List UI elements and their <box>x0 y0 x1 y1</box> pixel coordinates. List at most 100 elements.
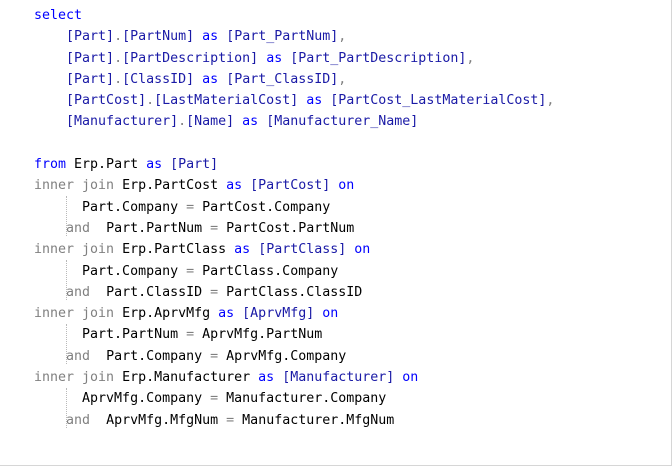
code-token: as <box>194 29 227 45</box>
code-token: [Part_PartNum] <box>226 29 339 45</box>
code-token <box>250 242 258 257</box>
code-token: [PartDescription] <box>122 50 259 66</box>
code-token: [PartCost] <box>250 178 331 194</box>
sql-code[interactable]: select [Part].[PartNum] as [Part_PartNum… <box>34 5 554 431</box>
code-token: inner join <box>34 178 115 194</box>
code-token: as <box>146 157 163 173</box>
code-token: and <box>66 284 91 300</box>
code-token: on <box>338 178 355 194</box>
code-line-part-classid: [Part].[ClassID] as [Part_ClassID], <box>34 69 554 90</box>
indent-guide <box>66 324 67 364</box>
code-token: as <box>258 370 275 386</box>
code-token <box>34 413 66 428</box>
code-line-partcost-lastmaterialcost: [PartCost].[LastMaterialCost] as [PartCo… <box>34 90 554 111</box>
code-token <box>274 370 282 385</box>
code-token: as <box>218 306 235 322</box>
code-token: as <box>258 50 291 66</box>
code-token: [Part_PartDescription] <box>290 50 467 66</box>
code-token: Part.Company <box>90 348 211 364</box>
code-token: . <box>114 29 123 45</box>
code-token: [PartNum] <box>122 29 195 45</box>
code-line-part-partdescription: [Part].[PartDescription] as [Part_PartDe… <box>34 48 554 69</box>
code-line-select: select <box>34 5 554 26</box>
code-token <box>162 157 170 172</box>
code-token: [PartCost] <box>66 93 147 109</box>
code-token: AprvMfg.Company <box>34 391 211 407</box>
code-token: on <box>402 370 419 386</box>
code-token: [Part_ClassID] <box>226 71 339 87</box>
code-token: as <box>226 178 243 194</box>
code-token: = <box>210 220 219 236</box>
code-token: inner join <box>34 242 115 258</box>
code-token: [Manufacturer] <box>66 114 179 130</box>
code-token: PartCost.Company <box>194 199 331 215</box>
code-token: and <box>66 348 91 364</box>
code-token <box>34 136 42 151</box>
code-token: PartCost.PartNum <box>218 220 355 236</box>
code-token: Erp.PartClass <box>114 242 235 258</box>
code-token: inner join <box>34 370 115 386</box>
code-token: [ClassID] <box>122 71 195 87</box>
code-token: Part.PartNum <box>90 220 211 236</box>
indent-guide <box>66 388 67 428</box>
code-token: = <box>210 284 219 300</box>
code-token: , <box>466 50 475 66</box>
code-token: [PartClass] <box>258 242 347 258</box>
code-line-join-partclass: inner join Erp.PartClass as [PartClass] … <box>34 239 554 260</box>
code-token: . <box>146 93 155 109</box>
code-token: [Part] <box>66 29 115 45</box>
code-token: [PartCost_LastMaterialCost] <box>330 93 547 109</box>
code-token: and <box>66 412 91 428</box>
code-token: Erp.Part <box>66 157 147 173</box>
code-token: as <box>234 242 251 258</box>
code-token: [LastMaterialCost] <box>154 93 299 109</box>
code-line-join-partcost: inner join Erp.PartCost as [PartCost] on <box>34 175 554 196</box>
code-line-cond-manufacturer-company: AprvMfg.Company = Manufacturer.Company <box>34 388 554 409</box>
code-line-cond-aprvmfg-partnum: Part.PartNum = AprvMfg.PartNum <box>34 324 554 345</box>
code-token: , <box>338 71 347 87</box>
code-line-cond-partcost-company: Part.Company = PartCost.Company <box>34 197 554 218</box>
code-token: Part.Company <box>34 199 187 215</box>
code-token: Erp.PartCost <box>114 178 227 194</box>
code-line-cond-partclass-classid: and Part.ClassID = PartClass.ClassID <box>34 282 554 303</box>
code-token <box>34 72 66 87</box>
code-line-cond-partclass-company: Part.Company = PartClass.Company <box>34 261 554 282</box>
code-token <box>34 349 66 364</box>
code-token: AprvMfg.PartNum <box>194 327 323 343</box>
code-line-part-partnum: [Part].[PartNum] as [Part_PartNum], <box>34 26 554 47</box>
code-line-blank <box>34 133 554 154</box>
code-token: PartClass.ClassID <box>218 284 363 300</box>
code-token: = <box>210 391 219 407</box>
code-token <box>242 178 250 193</box>
code-token: = <box>210 348 219 364</box>
code-token: and <box>66 220 91 236</box>
code-token: as <box>298 93 331 109</box>
code-token: , <box>338 29 347 45</box>
code-token: Part.ClassID <box>90 284 211 300</box>
code-token: . <box>114 71 123 87</box>
code-token: AprvMfg.MfgNum <box>90 412 227 428</box>
code-token: Part.Company <box>34 263 187 279</box>
code-line-cond-aprvmfg-company: and Part.Company = AprvMfg.Company <box>34 346 554 367</box>
code-token: [Part] <box>170 157 219 173</box>
code-line-cond-manufacturer-mfgnum: and AprvMfg.MfgNum = Manufacturer.MfgNum <box>34 410 554 431</box>
code-token <box>34 221 66 236</box>
code-line-join-manufacturer: inner join Erp.Manufacturer as [Manufact… <box>34 367 554 388</box>
code-token: [AprvMfg] <box>242 306 315 322</box>
code-line-cond-partcost-partnum: and Part.PartNum = PartCost.PartNum <box>34 218 554 239</box>
code-token: = <box>186 199 195 215</box>
code-token: Erp.Manufacturer <box>114 370 259 386</box>
code-token: [Manufacturer_Name] <box>266 114 419 130</box>
code-token: on <box>354 242 371 258</box>
code-token: . <box>114 50 123 66</box>
code-token: [Part] <box>66 71 115 87</box>
code-token: , <box>546 93 555 109</box>
code-token: PartClass.Company <box>194 263 339 279</box>
code-token: as <box>234 114 267 130</box>
indent-guide <box>66 260 67 300</box>
code-token: . <box>178 114 187 130</box>
code-token <box>34 93 66 108</box>
code-token: select <box>34 8 83 23</box>
code-token <box>34 51 66 66</box>
